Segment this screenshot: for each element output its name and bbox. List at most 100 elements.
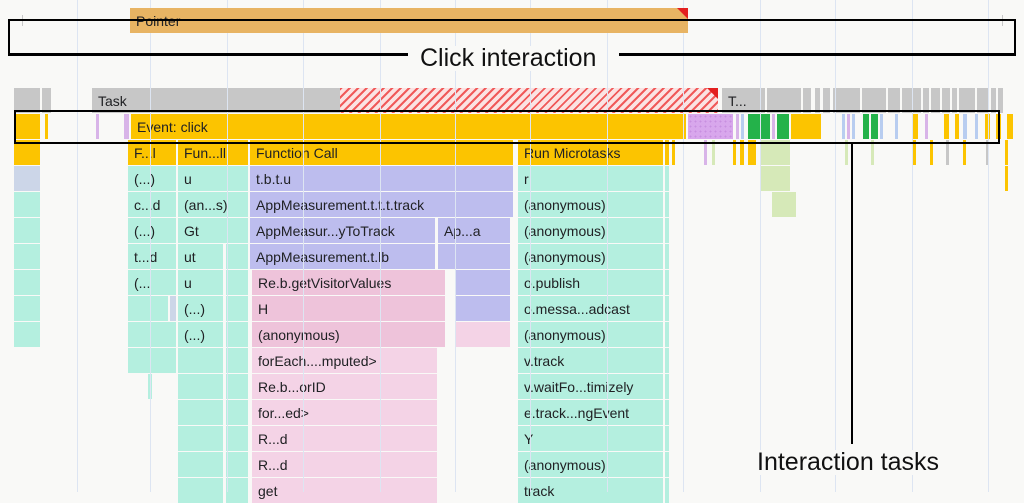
flame-entry-unlabeled[interactable] bbox=[740, 140, 744, 165]
flame-entry-unlabeled[interactable] bbox=[124, 114, 129, 139]
flame-entry-unlabeled[interactable] bbox=[688, 114, 733, 139]
flame-entry-unlabeled[interactable] bbox=[952, 88, 957, 113]
flame-entry-unlabeled[interactable] bbox=[998, 88, 1003, 113]
flame-entry-unlabeled[interactable] bbox=[665, 478, 669, 503]
flame-entry[interactable]: Ap...a bbox=[438, 218, 510, 243]
flame-entry[interactable]: (...) bbox=[178, 296, 223, 321]
flame-entry[interactable]: R...d bbox=[252, 452, 437, 477]
flame-entry-unlabeled[interactable] bbox=[944, 114, 949, 139]
flame-entry-unlabeled[interactable] bbox=[14, 192, 40, 217]
flame-entry-unlabeled[interactable] bbox=[178, 400, 223, 425]
flame-entry-unlabeled[interactable] bbox=[913, 114, 918, 139]
flame-entry[interactable]: forEach....mputed> bbox=[252, 348, 437, 373]
flame-entry[interactable]: u bbox=[178, 166, 248, 191]
flame-entry-unlabeled[interactable] bbox=[946, 140, 949, 165]
flame-entry-unlabeled[interactable] bbox=[767, 88, 801, 113]
flame-entry-unlabeled[interactable] bbox=[845, 140, 848, 165]
flame-entry-unlabeled[interactable] bbox=[888, 88, 900, 113]
flame-entry-unlabeled[interactable] bbox=[986, 140, 989, 165]
flame-entry[interactable]: r bbox=[518, 166, 663, 191]
flame-entry-unlabeled[interactable] bbox=[923, 88, 929, 113]
flame-entry-unlabeled[interactable] bbox=[665, 322, 669, 347]
flame-entry-unlabeled[interactable] bbox=[665, 452, 669, 477]
flame-entry-unlabeled[interactable] bbox=[665, 140, 669, 165]
flame-entry-unlabeled[interactable] bbox=[842, 114, 845, 139]
flame-entry-unlabeled[interactable] bbox=[852, 114, 855, 139]
flame-entry[interactable]: AppMeasurement.t.t.t.track bbox=[250, 192, 513, 217]
flame-entry-unlabeled[interactable] bbox=[942, 88, 950, 113]
flame-entry-unlabeled[interactable] bbox=[455, 322, 510, 347]
flame-entry-unlabeled[interactable] bbox=[178, 348, 223, 373]
flame-entry[interactable]: c...d bbox=[128, 192, 176, 217]
flame-entry[interactable]: (... bbox=[128, 270, 176, 295]
flame-entry[interactable]: R...d bbox=[252, 426, 437, 451]
flame-entry-unlabeled[interactable] bbox=[340, 88, 718, 113]
flame-entry[interactable]: v.waitFo...timizely bbox=[518, 374, 663, 399]
flame-entry-unlabeled[interactable] bbox=[748, 140, 756, 165]
flame-entry-unlabeled[interactable] bbox=[772, 192, 796, 217]
flame-entry-unlabeled[interactable] bbox=[14, 296, 40, 321]
flame-entry-unlabeled[interactable] bbox=[226, 296, 248, 321]
flame-entry[interactable]: (anonymous) bbox=[252, 322, 445, 347]
flame-entry-unlabeled[interactable] bbox=[14, 218, 40, 243]
flame-entry-unlabeled[interactable] bbox=[902, 88, 921, 113]
flame-entry[interactable]: u bbox=[178, 270, 223, 295]
flame-entry-unlabeled[interactable] bbox=[226, 270, 248, 295]
flame-entry-unlabeled[interactable] bbox=[226, 348, 248, 373]
flame-entry-unlabeled[interactable] bbox=[14, 88, 40, 113]
flame-entry[interactable]: H bbox=[252, 296, 445, 321]
flame-entry-unlabeled[interactable] bbox=[895, 114, 898, 139]
flame-entry-unlabeled[interactable] bbox=[925, 114, 928, 139]
flame-entry-unlabeled[interactable] bbox=[991, 88, 996, 113]
flame-entry-unlabeled[interactable] bbox=[226, 478, 248, 503]
flame-entry[interactable]: Re.b...orID bbox=[252, 374, 437, 399]
flame-entry-unlabeled[interactable] bbox=[14, 322, 40, 347]
flame-entry-unlabeled[interactable] bbox=[665, 348, 669, 373]
flame-entry-unlabeled[interactable] bbox=[14, 114, 40, 139]
flame-entry-unlabeled[interactable] bbox=[863, 114, 869, 139]
flame-entry-unlabeled[interactable] bbox=[42, 88, 51, 113]
flame-entry-unlabeled[interactable] bbox=[913, 140, 916, 165]
flame-entry-unlabeled[interactable] bbox=[833, 88, 860, 113]
flame-entry-unlabeled[interactable] bbox=[733, 140, 736, 165]
flame-entry-unlabeled[interactable] bbox=[226, 322, 248, 347]
flame-entry-unlabeled[interactable] bbox=[45, 114, 48, 139]
flame-entry[interactable]: e.track...ngEvent bbox=[518, 400, 663, 425]
flame-entry[interactable]: (anonymous) bbox=[518, 218, 663, 243]
flame-entry[interactable]: (anonymous) bbox=[518, 192, 663, 217]
flame-entry[interactable]: o.publish bbox=[518, 270, 663, 295]
flame-entry[interactable]: (an...s) bbox=[178, 192, 248, 217]
flame-entry[interactable]: (...) bbox=[128, 166, 176, 191]
flame-entry-unlabeled[interactable] bbox=[14, 244, 40, 269]
flame-entry[interactable]: Y bbox=[518, 426, 663, 451]
flame-entry[interactable]: Gt bbox=[178, 218, 248, 243]
flame-entry-unlabeled[interactable] bbox=[930, 140, 933, 165]
flame-entry-unlabeled[interactable] bbox=[736, 114, 739, 139]
flame-entry-unlabeled[interactable] bbox=[665, 244, 669, 269]
flame-entry-unlabeled[interactable] bbox=[1007, 114, 1013, 139]
flame-entry[interactable]: o.messa...adcast bbox=[518, 296, 663, 321]
flame-entry-unlabeled[interactable] bbox=[128, 322, 176, 347]
flame-entry-unlabeled[interactable] bbox=[975, 114, 978, 139]
flame-entry-unlabeled[interactable] bbox=[803, 88, 811, 113]
flame-entry[interactable]: (anonymous) bbox=[518, 452, 663, 477]
flame-entry[interactable]: for...ed> bbox=[252, 400, 437, 425]
flame-entry-unlabeled[interactable] bbox=[955, 114, 959, 139]
flame-entry-unlabeled[interactable] bbox=[963, 114, 967, 139]
flame-entry[interactable]: AppMeasur...yToTrack bbox=[250, 218, 435, 243]
flame-entry-unlabeled[interactable] bbox=[178, 374, 223, 399]
flame-entry-unlabeled[interactable] bbox=[226, 426, 248, 451]
flame-entry-unlabeled[interactable] bbox=[823, 88, 830, 113]
flame-entry[interactable]: get bbox=[252, 478, 437, 503]
flame-entry-unlabeled[interactable] bbox=[880, 114, 883, 139]
flame-entry-unlabeled[interactable] bbox=[1005, 140, 1008, 165]
flame-entry-unlabeled[interactable] bbox=[226, 452, 248, 477]
flame-entry[interactable]: t.b.t.u bbox=[250, 166, 513, 191]
flame-entry-unlabeled[interactable] bbox=[760, 140, 790, 165]
flame-entry[interactable]: ut bbox=[178, 244, 223, 269]
flame-entry-unlabeled[interactable] bbox=[226, 374, 248, 399]
flame-entry-unlabeled[interactable] bbox=[455, 296, 510, 321]
flame-entry-unlabeled[interactable] bbox=[704, 140, 707, 165]
flame-entry-unlabeled[interactable] bbox=[170, 296, 176, 321]
flame-entry[interactable]: track bbox=[518, 478, 663, 503]
